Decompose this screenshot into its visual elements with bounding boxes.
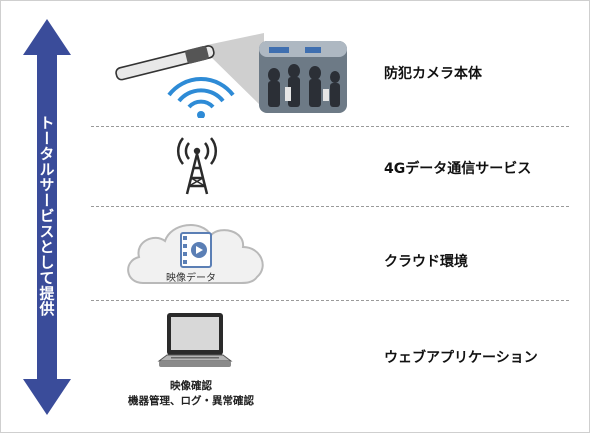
divider bbox=[91, 206, 569, 207]
row-label-camera: 防犯カメラ本体 bbox=[384, 63, 482, 83]
laptop-icon bbox=[157, 311, 233, 373]
laptop-caption-1: 映像確認 bbox=[111, 378, 271, 393]
camera-bar-icon bbox=[109, 23, 349, 118]
divider bbox=[91, 300, 569, 301]
row-label-4g: 4Gデータ通信サービス bbox=[384, 158, 531, 178]
antenna-tower-icon bbox=[173, 137, 221, 195]
divider bbox=[91, 126, 569, 127]
row-label-webapp: ウェブアプリケーション bbox=[384, 347, 538, 367]
side-label: トータルサービスとして提供 bbox=[23, 71, 71, 361]
cloud-caption: 映像データ bbox=[161, 269, 221, 284]
laptop-caption-2: 機器管理、ログ・異常確認 bbox=[111, 393, 271, 408]
row-label-cloud: クラウド環境 bbox=[384, 251, 468, 271]
